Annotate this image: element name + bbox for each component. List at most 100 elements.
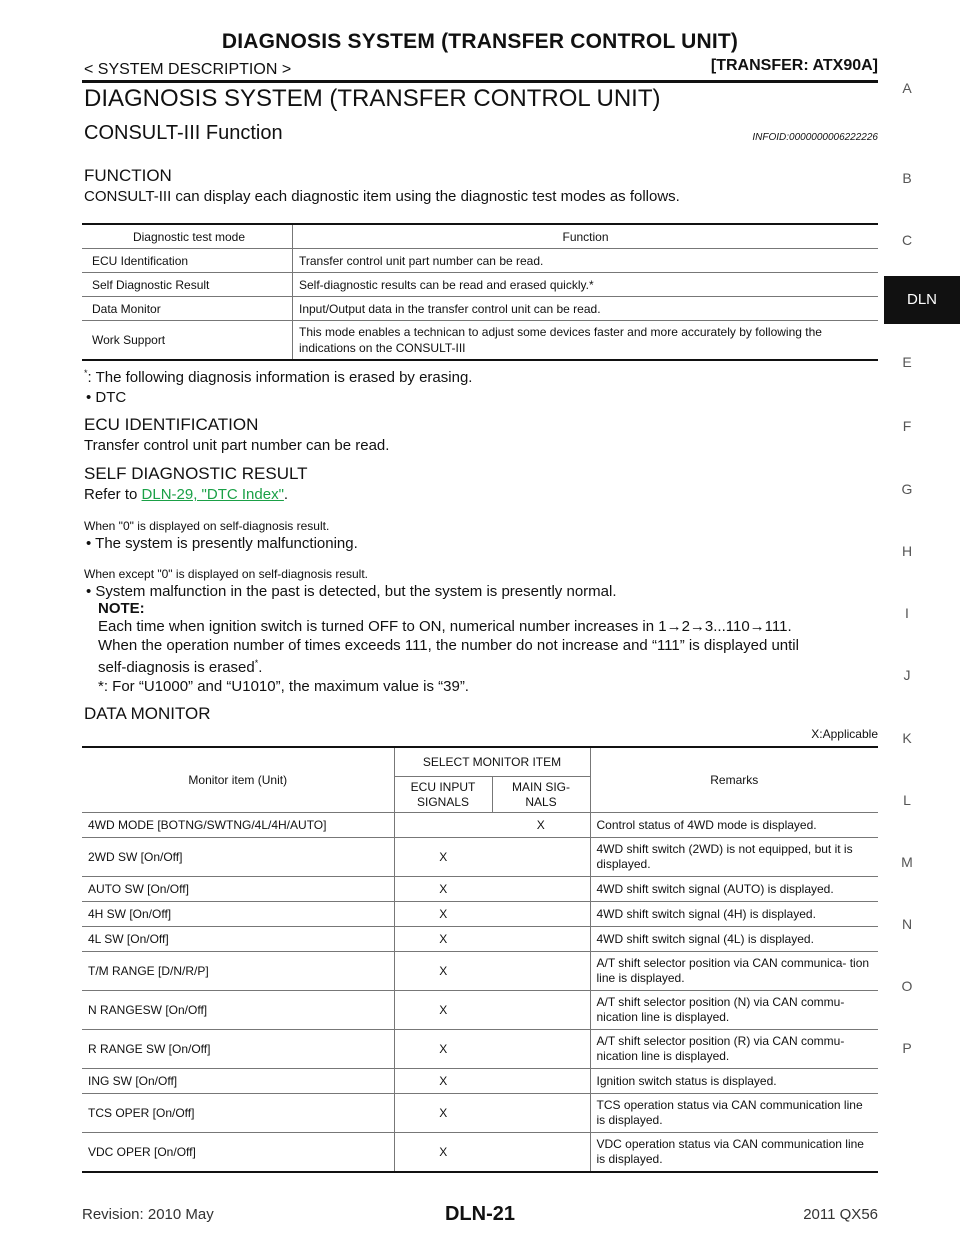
table-cell: A/T shift selector position (R) via CAN … [590, 1029, 878, 1069]
side-index-b[interactable]: B [902, 170, 912, 186]
ecu-heading: ECU IDENTIFICATION [84, 415, 259, 434]
side-index-l[interactable]: L [903, 792, 911, 808]
table-cell [492, 876, 591, 902]
table-cell: VDC OPER [On/Off] [82, 1132, 395, 1173]
table-cell [394, 812, 492, 838]
side-index: A B C DLN E F G H I J K L M N O P [884, 0, 960, 1242]
page-header-title: DIAGNOSIS SYSTEM (TRANSFER CONTROL UNIT) [221, 30, 739, 53]
table-cell: T/M RANGE [D/N/R/P] [82, 951, 395, 991]
note-line-3: self-diagnosis is erased*. [98, 658, 262, 676]
footnote-mark: * [84, 368, 88, 378]
table-cell: Self-diagnostic results can be read and … [292, 272, 878, 297]
note-line-4: *: For “U1000” and “U1010”, the maximum … [98, 678, 469, 695]
table-cell: X [394, 990, 492, 1030]
erase-list-item: • DTC [86, 389, 127, 406]
when-except-item-text: System malfunction in the past is detect… [95, 583, 617, 600]
table-cell: A/T shift selector position via CAN comm… [590, 951, 878, 991]
table-cell [492, 990, 591, 1030]
data-monitor-table: Monitor item (Unit) SELECT MONITOR ITEM … [82, 746, 878, 1173]
table-cell: This mode enables a technican to adjust … [292, 320, 878, 361]
sdr-refer-text: Refer to [84, 486, 142, 503]
info-id: INFOID:0000000006222226 [752, 132, 878, 143]
table-cell: Ignition switch status is displayed. [590, 1068, 878, 1094]
t2-header-monitor: Monitor item (Unit) [82, 747, 395, 813]
sdr-refer: Refer to DLN-29, "DTC Index". [84, 486, 288, 503]
table-cell: 4WD MODE [BOTNG/SWTNG/4L/4H/AUTO] [82, 812, 395, 838]
side-index-i[interactable]: I [905, 605, 909, 621]
table-cell: Self Diagnostic Result [82, 272, 293, 297]
function-heading: FUNCTION [84, 166, 172, 185]
when-zero-label: When "0" is displayed on self-diagnosis … [84, 519, 330, 533]
erase-item-text: DTC [95, 389, 127, 406]
side-index-p[interactable]: P [902, 1040, 912, 1056]
table-cell: 4WD shift switch signal (4L) is displaye… [590, 926, 878, 952]
table-cell: X [394, 1132, 492, 1173]
table-cell: A/T shift selector position (N) via CAN … [590, 990, 878, 1030]
side-index-g[interactable]: G [901, 481, 913, 497]
applicable-legend: X:Applicable [811, 727, 878, 741]
table-cell: 4WD shift switch signal (4H) is displaye… [590, 901, 878, 927]
table-cell: 4WD shift switch signal (AUTO) is displa… [590, 876, 878, 902]
note-label: NOTE: [98, 600, 145, 617]
page-number: DLN-21 [444, 1203, 515, 1225]
dtc-index-link[interactable]: DLN-29, "DTC Index" [141, 486, 284, 503]
function-text: CONSULT-III can display each diagnostic … [84, 188, 680, 205]
sdr-heading: SELF DIAGNOSTIC RESULT [84, 464, 308, 483]
table-cell: X [394, 1093, 492, 1133]
side-index-k[interactable]: K [902, 730, 912, 746]
table-cell: Data Monitor [82, 296, 293, 321]
subtitle: CONSULT-III Function [84, 122, 283, 144]
table-cell: 4WD shift switch (2WD) is not equipped, … [590, 837, 878, 877]
note-line-1: Each time when ignition switch is turned… [98, 618, 792, 635]
side-index-h[interactable]: H [901, 543, 913, 559]
breadcrumb: < SYSTEM DESCRIPTION > [84, 61, 292, 78]
table-cell: VDC operation status via CAN communicati… [590, 1132, 878, 1173]
table-cell [492, 1029, 591, 1069]
table-cell: ECU Identification [82, 248, 293, 273]
side-index-e[interactable]: E [902, 354, 912, 370]
table-cell [492, 926, 591, 952]
revision-date: Revision: 2010 May [82, 1206, 214, 1223]
side-index-o[interactable]: O [901, 978, 913, 994]
side-index-f[interactable]: F [902, 418, 912, 434]
data-monitor-heading: DATA MONITOR [84, 704, 211, 723]
side-index-a[interactable]: A [902, 80, 912, 96]
table-cell: X [492, 812, 591, 838]
table-cell: 2WD SW [On/Off] [82, 837, 395, 877]
side-index-dln-active[interactable]: DLN [884, 276, 960, 324]
table-cell [492, 951, 591, 991]
side-index-n[interactable]: N [901, 916, 913, 932]
side-index-j[interactable]: J [903, 667, 911, 683]
when-zero-item: • The system is presently malfunctioning… [86, 535, 358, 552]
note-line-2: When the operation number of times excee… [98, 637, 799, 654]
table-cell: X [394, 926, 492, 952]
table-cell: Control status of 4WD mode is displayed. [590, 812, 878, 838]
footnote-mark: * [254, 658, 259, 668]
t2-header-main-signals: MAIN SIG- NALS [492, 776, 591, 813]
table-cell: AUTO SW [On/Off] [82, 876, 395, 902]
t1-header-mode: Diagnostic test mode [82, 224, 293, 249]
table-cell: 4L SW [On/Off] [82, 926, 395, 952]
table-cell: TCS operation status via CAN communicati… [590, 1093, 878, 1133]
side-index-m[interactable]: M [901, 854, 913, 870]
table-cell [492, 901, 591, 927]
main-title: DIAGNOSIS SYSTEM (TRANSFER CONTROL UNIT) [84, 85, 661, 112]
side-index-c[interactable]: C [901, 232, 913, 248]
erase-note: *: The following diagnosis information i… [84, 368, 472, 386]
erase-note-text: : The following diagnosis information is… [87, 369, 473, 386]
table-cell: R RANGE SW [On/Off] [82, 1029, 395, 1069]
header-divider [82, 80, 878, 83]
table-cell: X [394, 837, 492, 877]
table-cell [492, 1068, 591, 1094]
when-except-item: • System malfunction in the past is dete… [86, 583, 617, 600]
t2-header-select: SELECT MONITOR ITEM [394, 747, 591, 777]
ecu-text: Transfer control unit part number can be… [84, 437, 390, 454]
table-cell: Input/Output data in the transfer contro… [292, 296, 878, 321]
sdr-period: . [283, 486, 289, 503]
model-year: 2011 QX56 [803, 1206, 878, 1223]
table-cell: X [394, 1068, 492, 1094]
table-cell: Transfer control unit part number can be… [292, 248, 878, 273]
table-cell [492, 1093, 591, 1133]
table-cell: X [394, 951, 492, 991]
table-cell: N RANGESW [On/Off] [82, 990, 395, 1030]
